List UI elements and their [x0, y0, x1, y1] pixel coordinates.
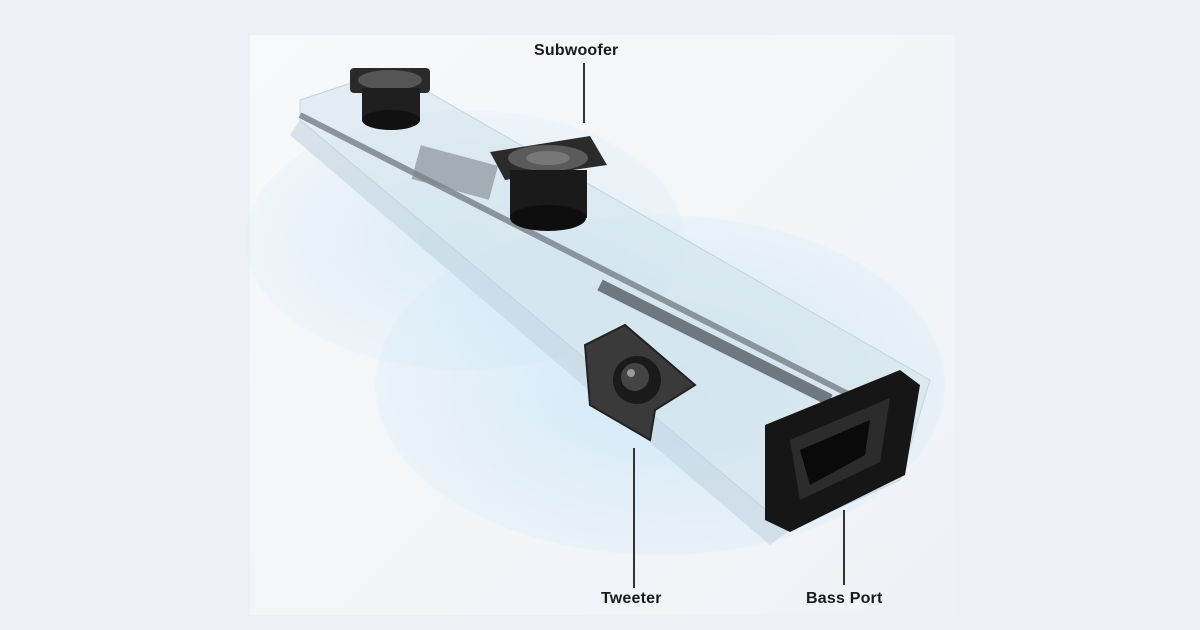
tweeter-driver: [583, 323, 697, 442]
label-subwoofer: Subwoofer: [534, 42, 619, 59]
subwoofer-driver-rear: [350, 68, 430, 130]
leader-line-subwoofer: [583, 63, 585, 123]
label-tweeter: Tweeter: [601, 590, 662, 607]
leader-line-tweeter: [633, 448, 635, 588]
leader-line-bass-port: [843, 510, 845, 585]
subwoofer-driver-front: [490, 136, 607, 231]
bass-port: [765, 370, 920, 532]
label-bass-port: Bass Port: [806, 590, 883, 607]
